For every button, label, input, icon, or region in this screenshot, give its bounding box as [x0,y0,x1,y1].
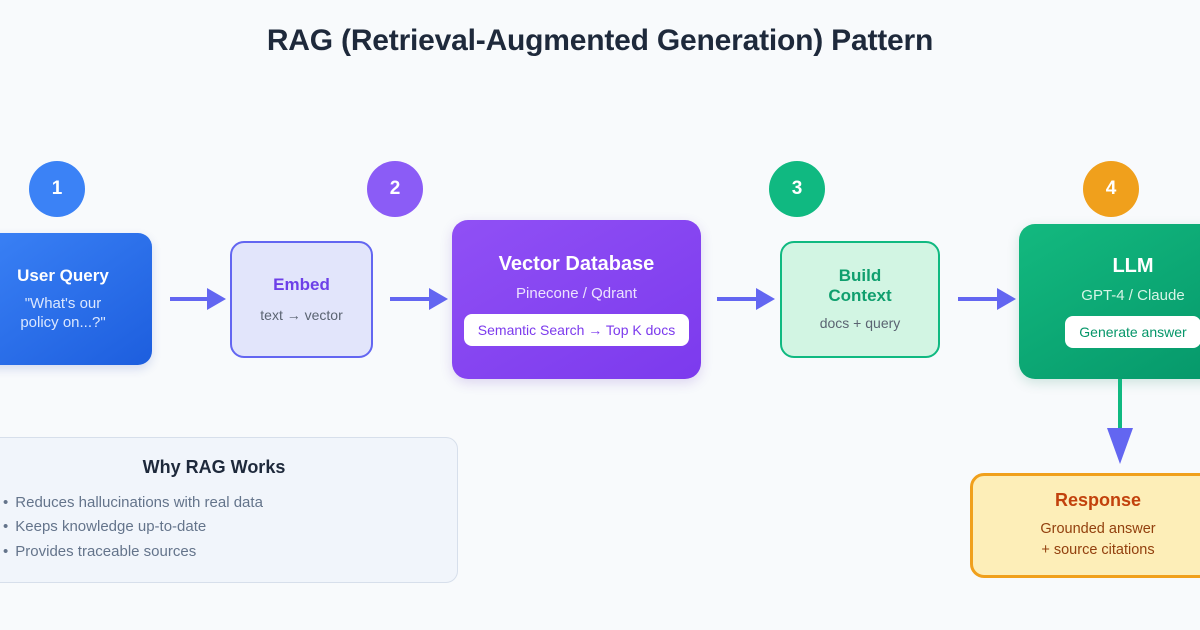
node-build-context-subtitle: docs + query [819,315,901,332]
node-build-context-title: Build Context [828,266,891,306]
node-build-context[interactable]: Build Context docs + query [780,241,940,358]
node-user-query[interactable]: User Query "What's our policy on...?" [0,233,152,365]
bullet-icon: • [3,518,9,536]
arrow-shaft [717,297,756,301]
step-badge-1: 1 [29,161,85,217]
arrow-query-to-embed [170,288,226,310]
node-build-context-title-line1: Build [838,266,882,286]
page-title: RAG (Retrieval-Augmented Generation) Pat… [266,24,934,57]
bullet-icon: • [3,542,9,560]
node-user-query-subtitle-line2: policy on...?" [20,313,106,331]
node-embed-title: Embed [273,274,330,294]
node-embed-subtitle: text → vector [260,306,343,323]
node-user-query-title: User Query [17,265,109,285]
list-item: • Provides traceable sources [3,540,431,564]
arrow-shaft [390,297,429,301]
node-user-query-subtitle: "What's our policy on...?" [20,295,105,333]
why-rag-works-title: Why RAG Works [142,457,286,477]
node-embed[interactable]: Embed text → vector [230,241,373,358]
why-rag-works-list: • Reduces hallucinations with real data •… [3,491,431,564]
bullet-icon: • [3,494,9,511]
node-vector-database-pill[interactable]: Semantic Search → Top K docs [463,313,690,346]
node-llm[interactable]: LLM GPT-4 / Claude Generate answer [1019,224,1200,379]
node-build-context-title-line2: Context [828,286,892,306]
arrow-shaft-vertical [1118,379,1122,428]
list-item: • Reduces hallucinations with real data [3,491,431,515]
node-vector-database[interactable]: Vector Database Pinecone / Qdrant Semant… [452,220,701,379]
list-item-label: Provides traceable sources [15,542,197,560]
arrow-context-to-llm [958,288,1016,310]
node-user-query-subtitle-line1: "What's our [24,294,102,312]
arrow-head-icon [997,288,1016,310]
node-response[interactable]: Response Grounded answer + source citati… [970,473,1200,578]
step-badge-4: 4 [1083,161,1139,217]
arrow-head-icon [207,288,226,310]
node-response-subtitle: Grounded answer + source citations [1040,519,1155,561]
node-llm-title: LLM [1112,255,1154,278]
node-vector-database-title: Vector Database [498,253,655,276]
arrow-head-icon [429,288,448,310]
arrow-embed-to-vectordb [390,288,448,310]
arrow-llm-to-response [1107,379,1133,464]
node-llm-subtitle: GPT-4 / Claude [1081,286,1185,304]
node-vector-database-subtitle: Pinecone / Qdrant [516,284,637,302]
node-response-title: Response [1054,490,1142,511]
arrow-vectordb-to-context [717,288,775,310]
node-response-subtitle-line2: + source citations [1041,541,1155,558]
step-badge-3: 3 [769,161,825,217]
arrow-head-icon [756,288,775,310]
list-item: • Keeps knowledge up-to-date [3,515,431,539]
arrow-shaft [958,297,997,301]
step-badge-2: 2 [367,161,423,217]
node-response-subtitle-line1: Grounded answer [1040,520,1156,537]
list-item-label: Reduces hallucinations with real data [15,494,263,511]
list-item-label: Keeps knowledge up-to-date [15,518,207,536]
node-llm-pill[interactable]: Generate answer [1065,315,1200,348]
arrow-shaft [170,297,207,301]
why-rag-works-panel: Why RAG Works • Reduces hallucinations wi… [0,437,458,583]
arrow-head-down-icon [1107,428,1133,464]
